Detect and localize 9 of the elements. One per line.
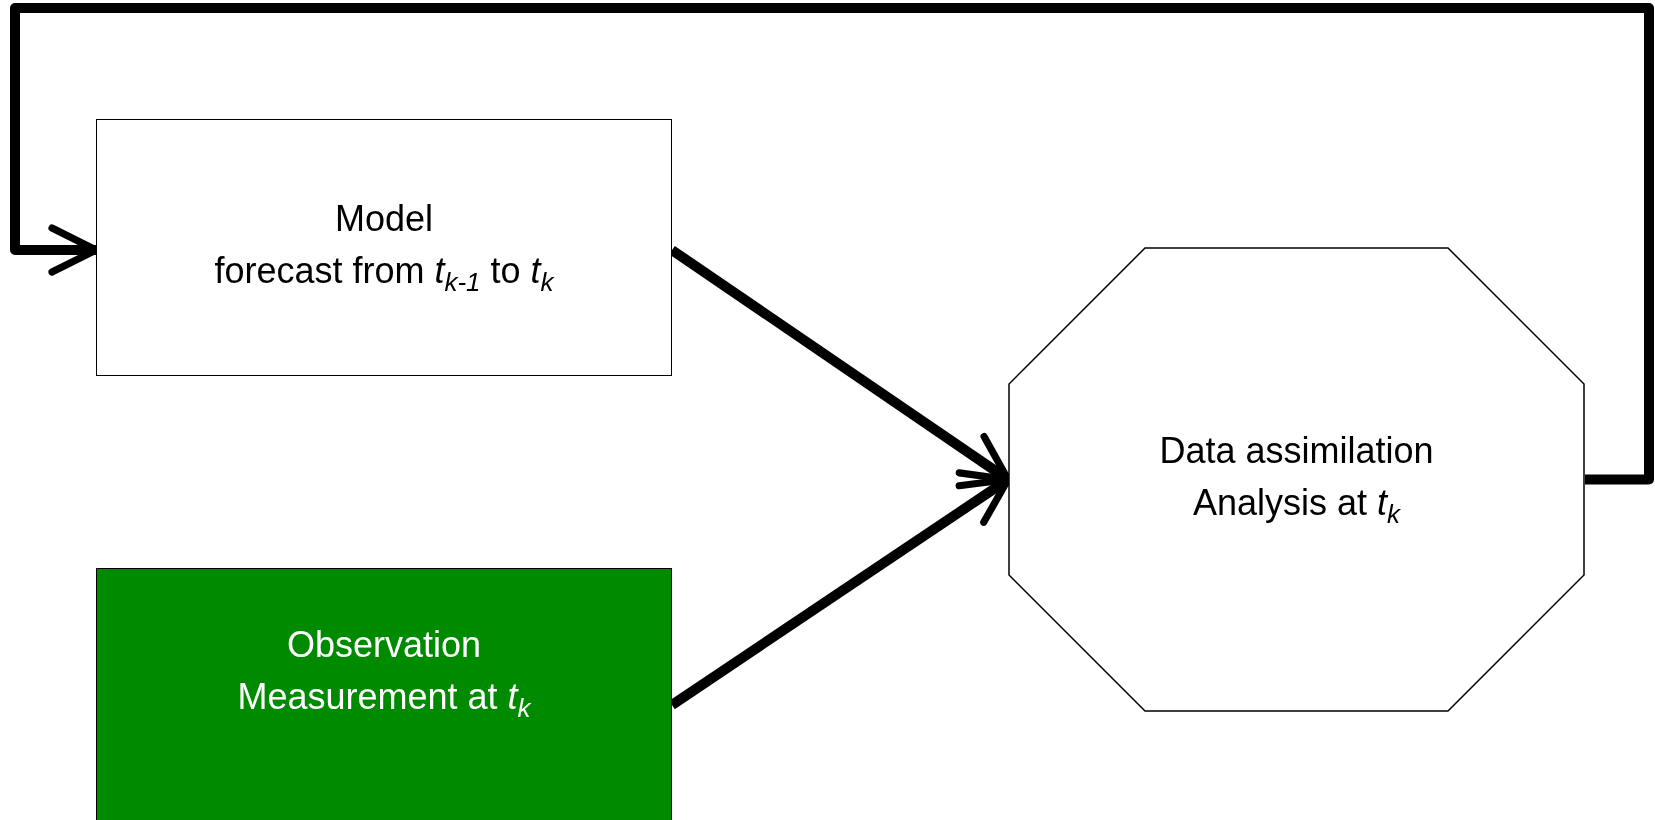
- node-text: Data assimilation: [1159, 429, 1434, 474]
- process-box: [96, 119, 672, 376]
- node-text: Model: [334, 197, 434, 242]
- node-text: forecast from t$_{k-1}$ to t$_{k}$: [214, 249, 554, 299]
- process-box: [96, 568, 672, 820]
- arrow: [10, 3, 1654, 485]
- node-text: Measurement at t$_{k}$: [237, 674, 531, 724]
- node-text: Analysis at t$_{k}$: [1192, 481, 1400, 531]
- node-text: Observation: [286, 622, 482, 667]
